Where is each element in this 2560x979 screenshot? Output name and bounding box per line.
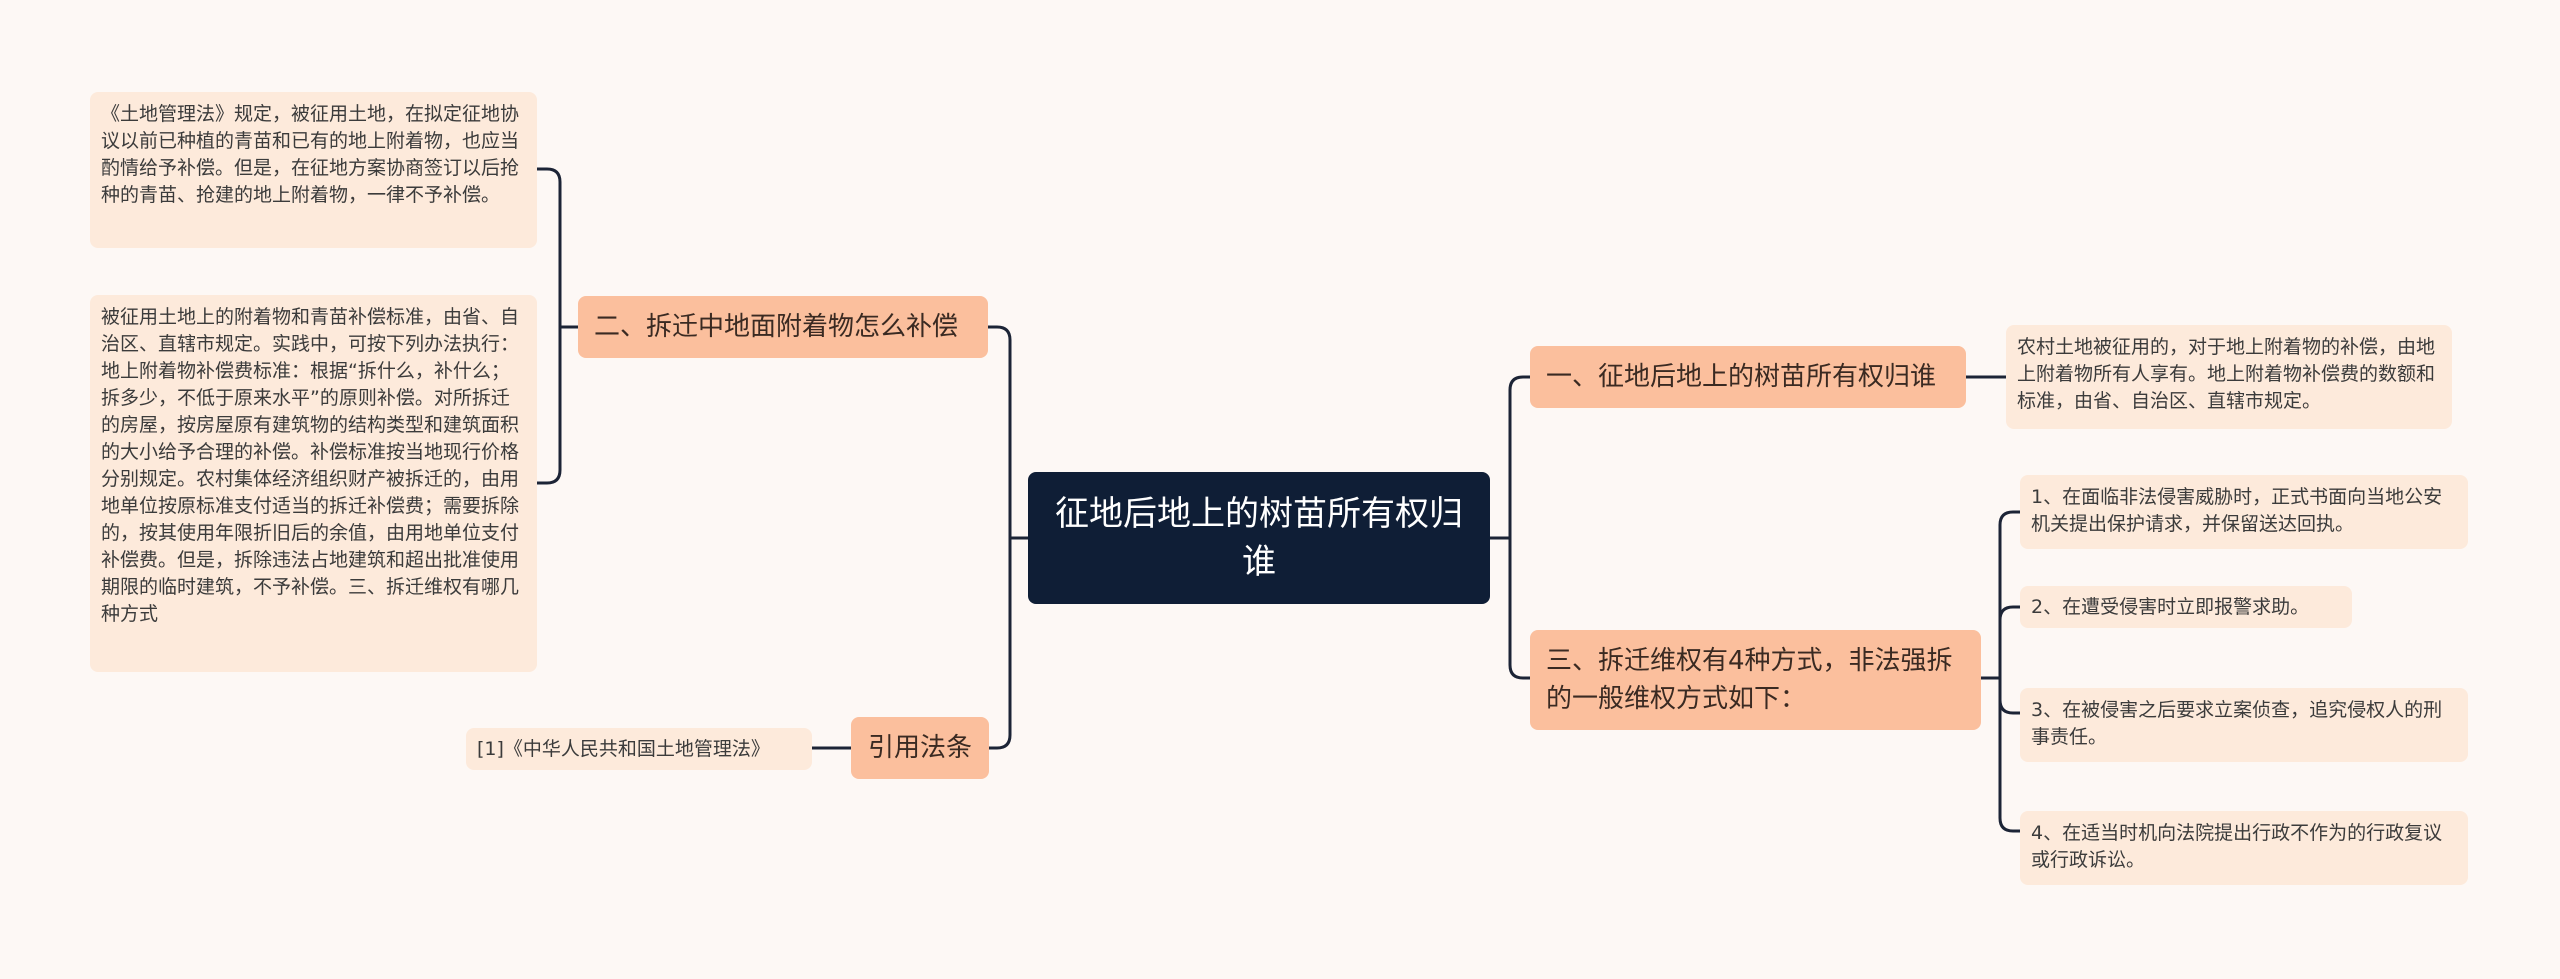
- branch-compensation-method[interactable]: 二、拆迁中地面附着物怎么补偿: [578, 296, 988, 358]
- leaf-rights-step-4-text: 4、在适当时机向法院提出行政不作为的行政复议或行政诉讼。: [2031, 822, 2443, 871]
- branch-compensation-method-label: 二、拆迁中地面附着物怎么补偿: [594, 312, 959, 342]
- branch-tree-ownership-label: 一、征地后地上的树苗所有权归谁: [1546, 362, 1937, 392]
- leaf-tree-ownership-answer-text: 农村土地被征用的，对于地上附着物的补偿，由地上附着物所有人享有。地上附着物补偿费…: [2017, 336, 2436, 412]
- root-topic[interactable]: 征地后地上的树苗所有权归谁: [1028, 472, 1490, 604]
- leaf-tree-ownership-answer[interactable]: 农村土地被征用的，对于地上附着物的补偿，由地上附着物所有人享有。地上附着物补偿费…: [2006, 325, 2452, 429]
- leaf-rights-step-2-text: 2、在遭受侵害时立即报警求助。: [2031, 596, 2310, 618]
- connector-branch3-leaves: [1979, 510, 2022, 833]
- branch-citation-label: 引用法条: [867, 733, 972, 763]
- branch-citation[interactable]: 引用法条: [851, 717, 989, 779]
- leaf-rights-step-1[interactable]: 1、在面临非法侵害威胁时，正式书面向当地公安机关提出保护请求，并保留送达回执。: [2020, 475, 2468, 549]
- branch-tree-ownership[interactable]: 一、征地后地上的树苗所有权归谁: [1530, 346, 1966, 408]
- leaf-land-management-law-rule[interactable]: 《土地管理法》规定，被征用土地，在拟定征地协议以前已种植的青苗和已有的地上附着物…: [90, 92, 537, 248]
- leaf-rights-step-3-text: 3、在被侵害之后要求立案侦查，追究侵权人的刑事责任。: [2031, 699, 2443, 748]
- leaf-citation-law-text: [1]《中华人民共和国土地管理法》: [477, 738, 770, 760]
- leaf-rights-step-1-text: 1、在面临非法侵害威胁时，正式书面向当地公安机关提出保护请求，并保留送达回执。: [2031, 486, 2443, 535]
- branch-rights-protection-label: 三、拆迁维权有4种方式，非法强拆的一般维权方式如下：: [1546, 646, 1953, 714]
- branch-rights-protection[interactable]: 三、拆迁维权有4种方式，非法强拆的一般维权方式如下：: [1530, 630, 1981, 730]
- connector-branch2-leaves: [535, 167, 580, 485]
- leaf-land-management-law-rule-text: 《土地管理法》规定，被征用土地，在拟定征地协议以前已种植的青苗和已有的地上附着物…: [101, 103, 520, 206]
- leaf-compensation-standard-text: 被征用土地上的附着物和青苗补偿标准，由省、自治区、直辖市规定。实践中，可按下列办…: [101, 306, 520, 625]
- root-topic-text: 征地后地上的树苗所有权归谁: [1055, 494, 1463, 582]
- leaf-rights-step-2[interactable]: 2、在遭受侵害时立即报警求助。: [2020, 586, 2352, 628]
- leaf-compensation-standard[interactable]: 被征用土地上的附着物和青苗补偿标准，由省、自治区、直辖市规定。实践中，可按下列办…: [90, 295, 537, 672]
- leaf-rights-step-3[interactable]: 3、在被侵害之后要求立案侦查，追究侵权人的刑事责任。: [2020, 688, 2468, 762]
- leaf-citation-law[interactable]: [1]《中华人民共和国土地管理法》: [466, 728, 812, 770]
- connector-root-right: [1488, 375, 1532, 680]
- leaf-rights-step-4[interactable]: 4、在适当时机向法院提出行政不作为的行政复议或行政诉讼。: [2020, 811, 2468, 885]
- connector-root-left: [985, 325, 1030, 750]
